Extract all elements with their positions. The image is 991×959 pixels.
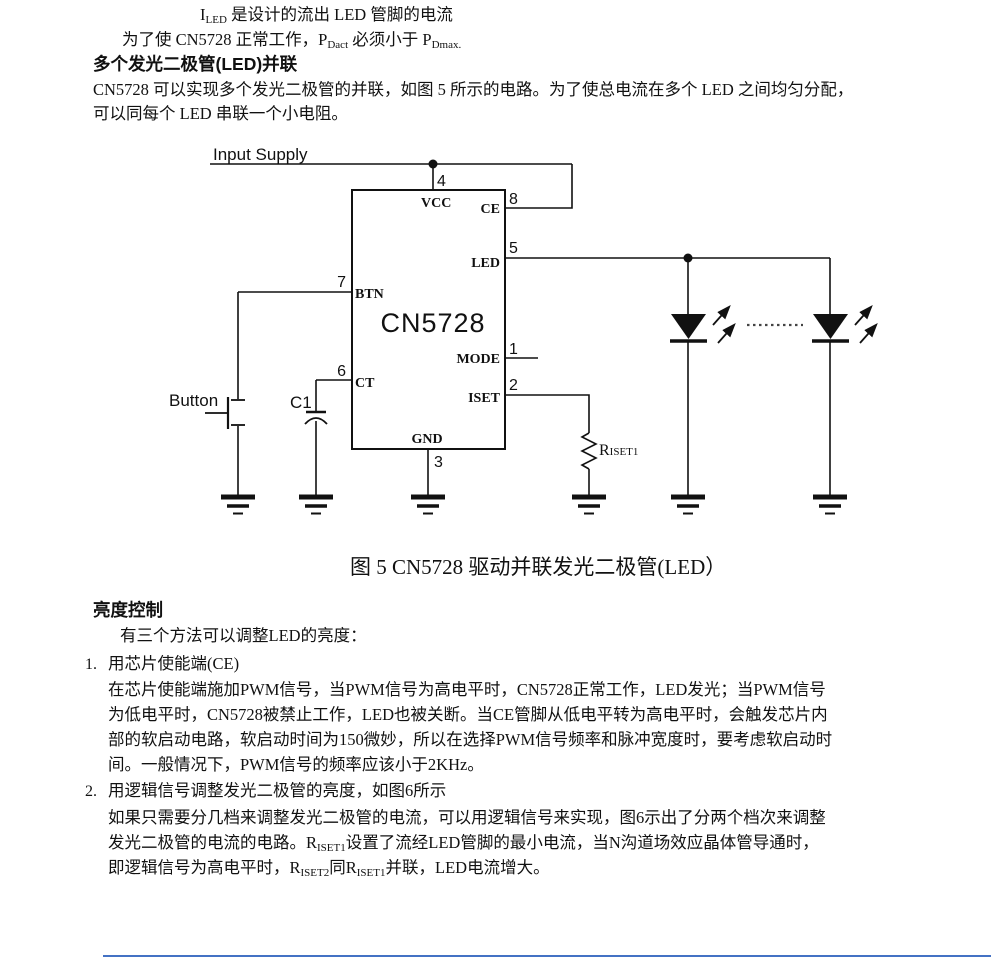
section1-para-line1: CN5728 可以实现多个发光二极管的并联，如图 5 所示的电路。为了使总电流在…	[93, 80, 854, 99]
intro-line-1-text: 是设计的流出 LED 管脚的电流	[226, 5, 453, 24]
list-item2-line2: 发光二极管的电流的电路。RISET1设置了流经LED管脚的最小电流，当N沟道场效…	[108, 831, 819, 855]
list-item2-number: 2.	[85, 783, 97, 800]
led1-symbol	[670, 304, 736, 344]
pin-iset-label: ISET	[468, 391, 501, 406]
intro-line-2-text-a: 为了使 CN5728 正常工作，P	[122, 30, 328, 49]
capacitor-symbol	[304, 410, 328, 425]
list-item2-line2-text-b: 设置了流经LED管脚的最小电流，当N沟道场效应晶体管导通时，	[345, 833, 819, 852]
resistor-label-subscript: ISET1	[610, 446, 639, 458]
riset1-subscript: ISET1	[317, 842, 346, 854]
wire-ce	[505, 164, 573, 209]
pdact-subscript: Dact	[327, 39, 349, 51]
intro-line-2: 为了使 CN5728 正常工作，PDact 必须小于 PDmax.	[122, 28, 461, 52]
i-led-subscript: LED	[205, 14, 227, 26]
pin8-number: 8	[509, 191, 518, 208]
pin-led-label: LED	[471, 256, 500, 271]
riset2-subscript: ISET2	[300, 867, 330, 879]
list-item2-line3-text-b: 同R	[329, 858, 357, 877]
list-item2-line3: 即逻辑信号为高电平时，RISET2同RISET1并联，LED电流增大。	[108, 856, 550, 880]
list-item2-title: 用逻辑信号调整发光二极管的亮度，如图6所示	[108, 781, 447, 800]
resistor-symbol	[580, 432, 598, 470]
list-item1-number: 1.	[85, 656, 97, 673]
page-footer-rule	[103, 955, 991, 957]
list-item2-line3-text-a: 即逻辑信号为高电平时，R	[108, 858, 301, 877]
list-item2-line3-text-c: 并联，LED电流增大。	[385, 858, 550, 877]
circuit-wires	[210, 163, 831, 497]
ground-symbol-cap	[299, 494, 333, 515]
input-supply-label: Input Supply	[213, 145, 308, 164]
pin-ct-label: CT	[355, 376, 375, 391]
resistor-label-base: R	[599, 442, 610, 459]
section-heading-brightness-control: 亮度控制	[93, 600, 163, 620]
list-item1-line3: 部的软启动电路，软启动时间为150微妙，所以在选择PWM信号频率和脉冲宽度时，要…	[108, 730, 833, 749]
figure5-circuit-diagram: Input Supply 4 VCC 8 CE 5 LED 7 BTN CN57…	[169, 145, 878, 515]
list-item1-line2: 为低电平时，CN5728被禁止工作，LED也被关断。当CE管脚从低电平转为高电平…	[108, 705, 828, 724]
pin-ce-label: CE	[481, 202, 500, 217]
riset1-subscript-2: ISET1	[356, 867, 386, 879]
list-item2-line1: 如果只需要分几档来调整发光二极管的电流，可以用逻辑信号来实现，图6示出了分两个档…	[108, 808, 826, 827]
pin6-number: 6	[337, 363, 346, 380]
chip-body	[351, 189, 506, 450]
led2-emission-arrow-1	[854, 304, 873, 326]
section2-intro: 有三个方法可以调整LED的亮度：	[120, 626, 367, 645]
led2-triangle	[813, 314, 848, 339]
pin-vcc-label: VCC	[421, 196, 451, 211]
led2-emission-arrow-2	[859, 322, 878, 344]
pin-mode-label: MODE	[456, 352, 500, 367]
junction-dot-supply	[428, 159, 438, 169]
section1-para-line2: 可以同每个 LED 串联一个小电阻。	[93, 104, 348, 123]
list-item1-title: 用芯片使能端(CE)	[108, 654, 240, 673]
pin1-number: 1	[509, 341, 518, 358]
ground-symbol-button	[221, 494, 255, 515]
pin-btn-label: BTN	[355, 287, 384, 302]
pin4-number: 4	[437, 173, 446, 190]
button-label: Button	[169, 391, 218, 410]
junction-dot-led	[683, 253, 693, 263]
pdmax-subscript: Dmax.	[431, 39, 462, 51]
figure5-caption: 图 5 CN5728 驱动并联发光二极管(LED）	[350, 555, 727, 579]
button-symbol	[205, 397, 245, 429]
led1-emission-arrow-1	[712, 304, 731, 326]
pin3-number: 3	[434, 454, 443, 471]
i-led-symbol: I	[200, 5, 206, 24]
ground-symbol-resistor	[572, 494, 606, 515]
list-item1-line1: 在芯片使能端施加PWM信号，当PWM信号为高电平时，CN5728正常工作，LED…	[108, 680, 826, 699]
pin7-number: 7	[337, 274, 346, 291]
ground-symbol-led2	[813, 494, 847, 515]
pin5-number: 5	[509, 240, 518, 257]
resistor-label: RISET1	[599, 442, 638, 459]
cap-plate-curved	[304, 417, 328, 425]
pin-gnd-label: GND	[411, 432, 442, 447]
intro-line-2-text-b: 必须小于 P	[348, 30, 432, 49]
pin2-number: 2	[509, 377, 518, 394]
led2-symbol	[812, 304, 878, 344]
ground-symbol-led1	[671, 494, 705, 515]
capacitor-label: C1	[290, 393, 312, 412]
intro-line-1: ILED 是设计的流出 LED 管脚的电流	[200, 3, 453, 27]
list-item2-line2-text-a: 发光二极管的电流的电路。R	[108, 833, 318, 852]
ground-symbol-gnd-pin	[411, 494, 445, 515]
section-heading-parallel-leds: 多个发光二极管(LED)并联	[93, 54, 298, 74]
chip-name-label: CN5728	[380, 308, 485, 338]
wire-iset	[505, 394, 590, 433]
led1-triangle	[671, 314, 706, 339]
list-item1-line4: 间。一般情况下，PWM信号的频率应该小于2KHz。	[108, 755, 484, 774]
led1-emission-arrow-2	[717, 322, 736, 344]
